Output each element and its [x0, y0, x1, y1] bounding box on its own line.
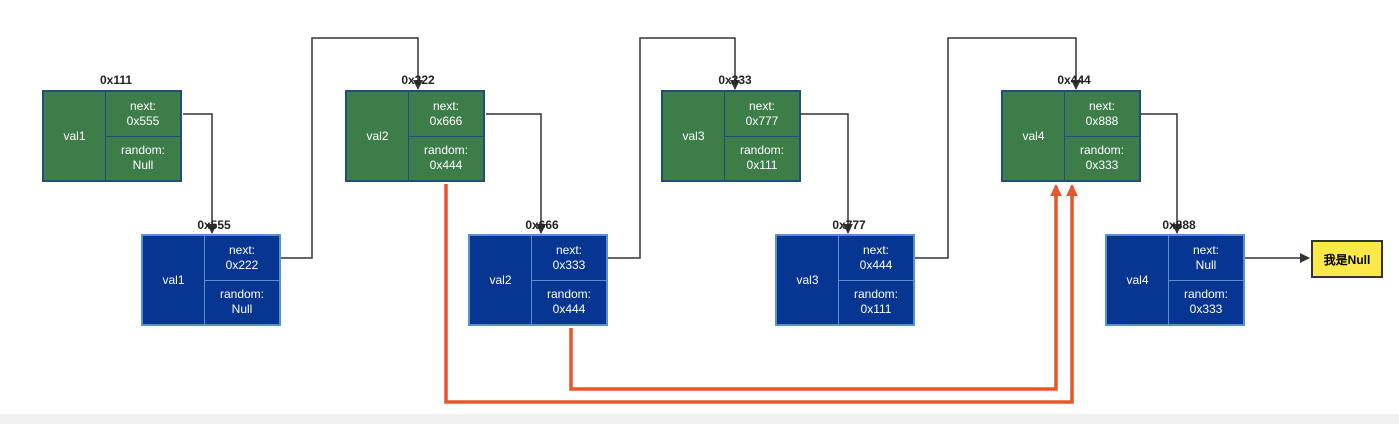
next-arrow-555-to-222 — [281, 37, 423, 259]
random-field: random: 0x444 — [532, 280, 606, 324]
original-node-0x444: val4 next: 0x888 random: 0x333 — [1001, 90, 1141, 182]
next-arrow-666-to-333 — [608, 37, 740, 259]
next-value: 0x555 — [126, 114, 160, 128]
next-arrow-444-to-888 — [1141, 113, 1182, 234]
random-field: random: 0x333 — [1169, 280, 1243, 324]
address-label: 0x444 — [1057, 73, 1091, 87]
original-node-0x111: val1 next: 0x555 random: Null — [42, 90, 182, 182]
next-label: next: — [1088, 99, 1115, 113]
node-value: val4 — [1107, 236, 1169, 324]
random-value: 0x333 — [1189, 302, 1223, 316]
next-label: next: — [228, 243, 255, 257]
next-field: next: 0x333 — [532, 236, 606, 281]
null-box: 我是Null — [1311, 240, 1383, 278]
next-arrow-111-to-555 — [183, 113, 217, 234]
node-value: val1 — [44, 92, 106, 180]
next-arrow-222-to-666 — [486, 113, 546, 234]
random-value: 0x444 — [552, 302, 586, 316]
next-field: next: Null — [1169, 236, 1243, 281]
copy-node-0x555: val1 next: 0x222 random: Null — [141, 234, 281, 326]
random-label: random: — [423, 143, 469, 157]
random-field: random: 0x444 — [409, 136, 483, 180]
next-label: next: — [129, 99, 156, 113]
random-field: random: Null — [205, 280, 279, 324]
next-label: next: — [555, 243, 582, 257]
random-label: random: — [219, 287, 265, 301]
node-value: val1 — [143, 236, 205, 324]
next-value: 0x666 — [429, 114, 463, 128]
random-value: Null — [231, 302, 253, 316]
original-node-0x333: val3 next: 0x777 random: 0x111 — [661, 90, 801, 182]
random-label: random: — [546, 287, 592, 301]
copy-node-0x777: val3 next: 0x444 random: 0x111 — [775, 234, 915, 326]
address-label: 0x222 — [401, 73, 435, 87]
original-node-0x222: val2 next: 0x666 random: 0x444 — [345, 90, 485, 182]
node-value: val2 — [470, 236, 532, 324]
next-label: next: — [862, 243, 889, 257]
node-value: val2 — [347, 92, 409, 180]
address-label: 0x777 — [832, 218, 866, 232]
random-field: random: 0x111 — [725, 136, 799, 180]
random-value: 0x333 — [1085, 158, 1119, 172]
next-arrow-777-to-444 — [915, 37, 1081, 259]
random-value: 0x111 — [746, 158, 778, 172]
random-field: random: 0x111 — [839, 280, 913, 324]
next-label: next: — [1192, 243, 1219, 257]
random-value: Null — [132, 158, 154, 172]
next-value: 0x222 — [225, 258, 259, 272]
random-arrow-666-to-444 — [569, 184, 1062, 391]
next-field: next: 0x222 — [205, 236, 279, 281]
random-label: random: — [120, 143, 166, 157]
next-label: next: — [432, 99, 459, 113]
next-value: 0x333 — [552, 258, 586, 272]
random-label: random: — [1079, 143, 1125, 157]
next-field: next: 0x555 — [106, 92, 180, 137]
next-field: next: 0x777 — [725, 92, 799, 137]
next-label: next: — [748, 99, 775, 113]
node-value: val3 — [777, 236, 839, 324]
next-field: next: 0x444 — [839, 236, 913, 281]
random-field: random: 0x333 — [1065, 136, 1139, 180]
address-label: 0x666 — [525, 218, 559, 232]
next-value: 0x888 — [1085, 114, 1119, 128]
next-value: Null — [1195, 258, 1217, 272]
random-label: random: — [1183, 287, 1229, 301]
next-field: next: 0x888 — [1065, 92, 1139, 137]
next-value: 0x777 — [745, 114, 779, 128]
next-field: next: 0x666 — [409, 92, 483, 137]
bottom-strip — [0, 414, 1399, 424]
random-value: 0x111 — [860, 302, 892, 316]
copy-node-0x666: val2 next: 0x333 random: 0x444 — [468, 234, 608, 326]
node-value: val4 — [1003, 92, 1065, 180]
random-label: random: — [853, 287, 899, 301]
random-arrow-222-to-444 — [444, 184, 1078, 404]
address-label: 0x111 — [99, 73, 133, 87]
address-label: 0x333 — [718, 73, 752, 87]
next-arrow-333-to-777 — [801, 113, 853, 234]
random-field: random: Null — [106, 136, 180, 180]
address-label: 0x555 — [197, 218, 231, 232]
node-value: val3 — [663, 92, 725, 180]
random-label: random: — [739, 143, 785, 157]
copy-node-0x888: val4 next: Null random: 0x333 — [1105, 234, 1245, 326]
next-value: 0x444 — [859, 258, 893, 272]
address-label: 0x888 — [1162, 218, 1196, 232]
random-value: 0x444 — [429, 158, 463, 172]
